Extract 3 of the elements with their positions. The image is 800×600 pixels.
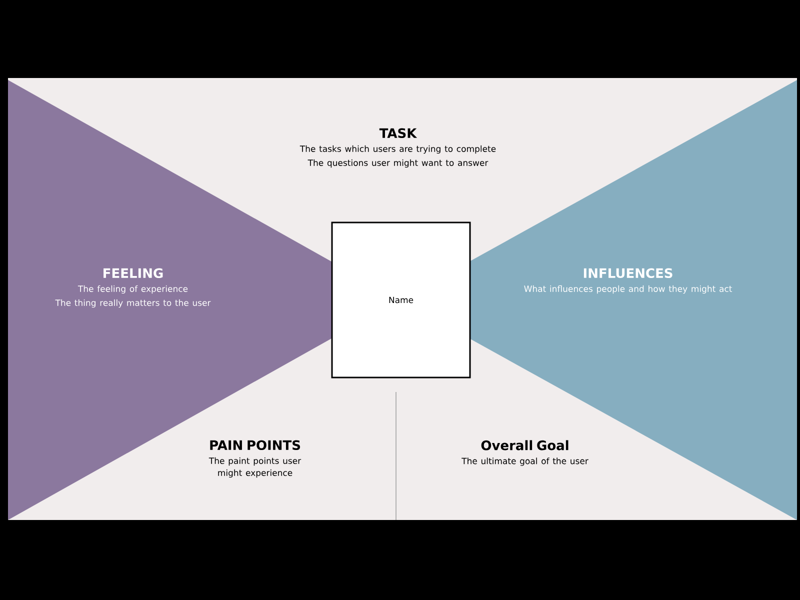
name-box: Name <box>331 222 471 378</box>
section-text: Overall Goal The ultimate goal of the user <box>462 440 588 466</box>
section-text: PAIN POINTS The paint points user might experience <box>208 440 302 478</box>
